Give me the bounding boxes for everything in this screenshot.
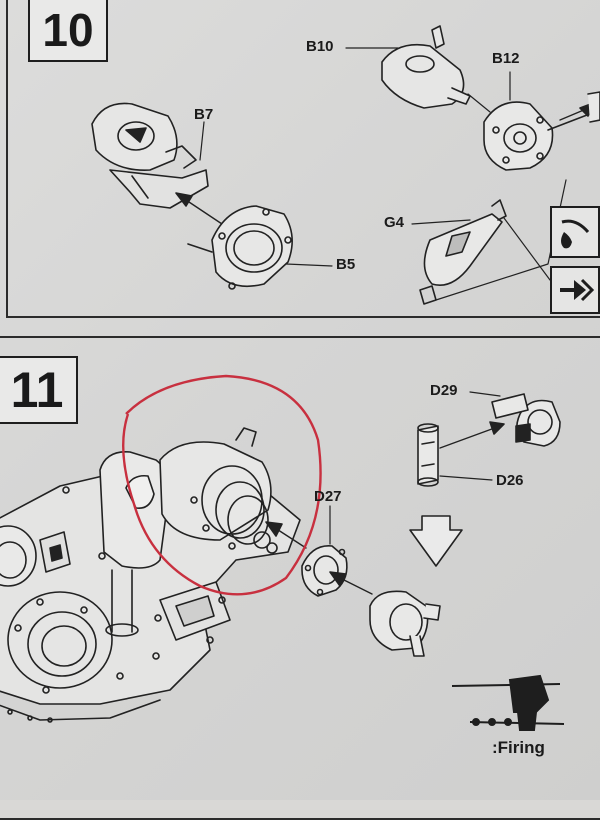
next-step-arrow [409, 515, 463, 567]
part-b5-drawing [187, 205, 293, 290]
label-b10: B10 [306, 38, 334, 55]
part-d27-drawing [301, 545, 348, 597]
label-d27: D27 [314, 488, 342, 505]
glue-legend-box [550, 206, 600, 258]
label-b7: B7 [194, 106, 214, 123]
part-b7-drawing [91, 102, 209, 209]
arrow-note-icon [560, 278, 595, 302]
part-b12-drawing [483, 101, 600, 171]
step-10-panel [6, 0, 600, 318]
label-g4: G4 [384, 214, 405, 231]
main-assembly-drawing [0, 427, 301, 723]
part-b10-drawing [381, 25, 471, 109]
step-10-number: 10 [28, 0, 108, 62]
part-d26-drawing [417, 423, 439, 487]
gun-silhouette-icon [451, 674, 565, 731]
label-b5: B5 [336, 256, 356, 273]
part-d29-drawing [491, 393, 561, 447]
note-legend-box [550, 266, 600, 314]
glue-drop-icon [561, 219, 590, 249]
part-cylinder-drawing [369, 590, 441, 657]
label-b12: B12 [492, 50, 520, 67]
part-g4-drawing [419, 199, 507, 305]
assembly-drawings [0, 25, 600, 731]
step-11-number: 11 [0, 356, 78, 424]
red-marker-circle [122, 374, 322, 596]
firing-label: :Firing [492, 738, 545, 757]
label-d26: D26 [496, 472, 524, 489]
label-d29: D29 [430, 382, 458, 399]
